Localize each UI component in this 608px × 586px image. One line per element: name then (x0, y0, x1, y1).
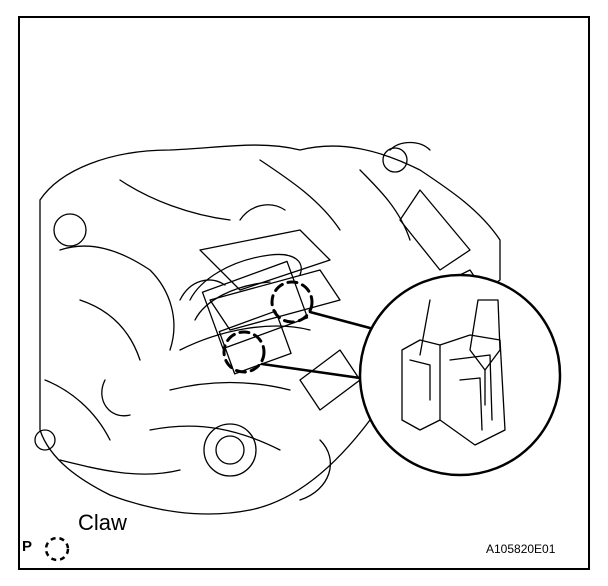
engine-cap (215, 435, 245, 465)
engine-detail (299, 439, 331, 501)
wire-harness (194, 281, 271, 321)
engine-cap (382, 147, 408, 173)
engine-cap (203, 423, 257, 477)
engine-detail (199, 229, 331, 291)
engine-detail (259, 159, 341, 231)
engine-detail (299, 349, 361, 411)
detail-connector (459, 377, 483, 431)
hose (239, 204, 286, 221)
engine-detail (79, 299, 141, 361)
hose (179, 279, 226, 301)
engine-detail (359, 169, 411, 241)
detail-connector (409, 359, 431, 401)
hose (101, 379, 131, 417)
engine-cap (53, 213, 87, 247)
engine-detail (169, 381, 291, 391)
screwdriver (469, 299, 501, 371)
engine-detail (119, 179, 231, 221)
engine-detail (59, 245, 175, 351)
engine-detail (179, 325, 311, 351)
figure-frame (18, 16, 590, 570)
legend-label-claw: Claw (78, 510, 127, 535)
engine-detail (209, 269, 341, 331)
callout-line (260, 362, 362, 380)
engine-detail (149, 425, 281, 451)
claw-location (270, 280, 314, 324)
screwdriver (419, 299, 431, 356)
engine-cap (34, 429, 56, 451)
detail-magnifier (358, 273, 562, 477)
legend-prefix: P (22, 538, 33, 555)
wire-harness (189, 253, 302, 301)
callout-line (308, 310, 372, 330)
engine-detail (44, 379, 111, 441)
engine-outline (39, 144, 501, 515)
engine-detail (389, 141, 431, 151)
engine-detail (59, 459, 181, 475)
connector-body (201, 260, 309, 350)
engine-detail (399, 189, 471, 271)
figure-id: A105820E01 (486, 542, 556, 556)
detail-connector (439, 334, 506, 446)
claw-location (222, 330, 266, 374)
detail-connector (449, 354, 493, 421)
dashed-circle-icon (44, 536, 70, 562)
